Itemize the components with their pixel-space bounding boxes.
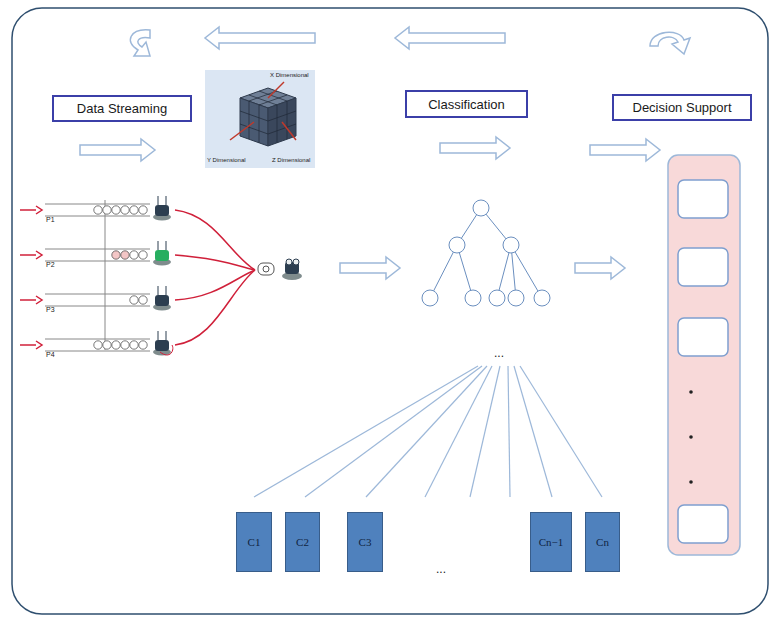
axis-label: Y Dimensional [207,157,246,163]
decision-column [668,155,740,555]
class-box: Cn−1 [530,512,572,572]
node-text: Decision Support [633,100,732,115]
label-box: Classification [405,90,528,118]
node-text: C2 [296,536,309,548]
node-text: Data Streaming [77,101,167,116]
class-box: C1 [236,512,272,572]
node-text: Cn [596,536,609,548]
node-text: C1 [248,536,261,548]
decision-tree [422,200,550,306]
flow-arrows [80,27,690,279]
cube-figure [205,70,315,168]
stream-label: P2 [46,261,55,268]
class-box: C3 [347,512,383,572]
stream-label: P1 [46,216,55,223]
ellipsis: ... [436,562,446,576]
class-box: C2 [285,512,320,572]
class-fan-lines [254,366,602,497]
axis-label: Z Dimensional [272,157,310,163]
class-box: Cn [585,512,620,572]
outer-frame [12,8,768,614]
label-box: Decision Support [612,94,752,121]
node-text: C3 [359,536,372,548]
node-text: Classification [428,97,505,112]
ellipsis: ... [494,346,504,360]
label-box: Data Streaming [52,95,192,122]
stream-label: P3 [46,306,55,313]
node-text: Cn−1 [539,536,564,548]
stream-label: P4 [46,351,55,358]
stream-queues [20,196,302,356]
axis-label: X Dimensional [270,72,309,78]
